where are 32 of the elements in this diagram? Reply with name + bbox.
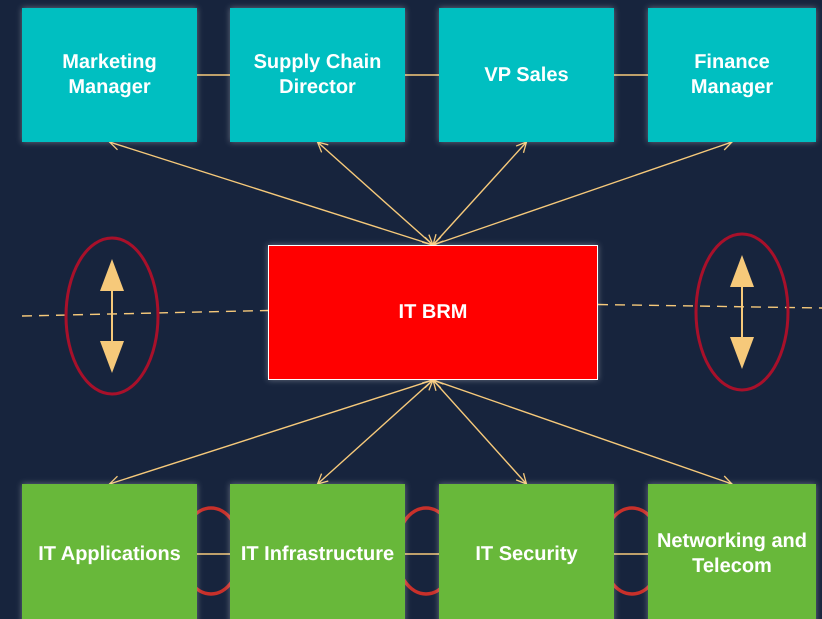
it-function-box (439, 484, 614, 619)
connector-line (405, 553, 439, 555)
it-function-box (230, 484, 405, 619)
double-arrow (432, 140, 733, 248)
dashed-line (598, 304, 822, 309)
box-label: Finance Manager (690, 50, 774, 100)
double-arrow (432, 378, 733, 486)
role-box (439, 8, 614, 142)
box-label: Supply Chain Director (252, 50, 382, 100)
connector-line (405, 74, 439, 76)
role-box (230, 8, 405, 142)
double-arrow (316, 379, 434, 485)
box-label: IT Infrastructure (240, 542, 396, 566)
box-label: IT Security (474, 542, 579, 566)
connector-line (614, 553, 648, 555)
box-label: Networking and Telecom (656, 529, 808, 579)
it-function-box (22, 484, 197, 619)
it-function-box (648, 484, 816, 619)
dashed-line (22, 310, 268, 317)
role-box (22, 8, 197, 142)
role-box (648, 8, 816, 142)
double-arrow (432, 379, 528, 485)
box-label: IT BRM (398, 300, 468, 325)
box-label: VP Sales (483, 62, 570, 88)
double-arrow (432, 141, 528, 246)
connector-line (197, 74, 230, 76)
hub-box (268, 245, 598, 380)
double-arrow (316, 141, 434, 246)
box-label: IT Applications (37, 542, 182, 566)
box-label: Marketing Manager (61, 50, 158, 100)
connector-line (614, 74, 648, 76)
connector-line (197, 553, 230, 555)
